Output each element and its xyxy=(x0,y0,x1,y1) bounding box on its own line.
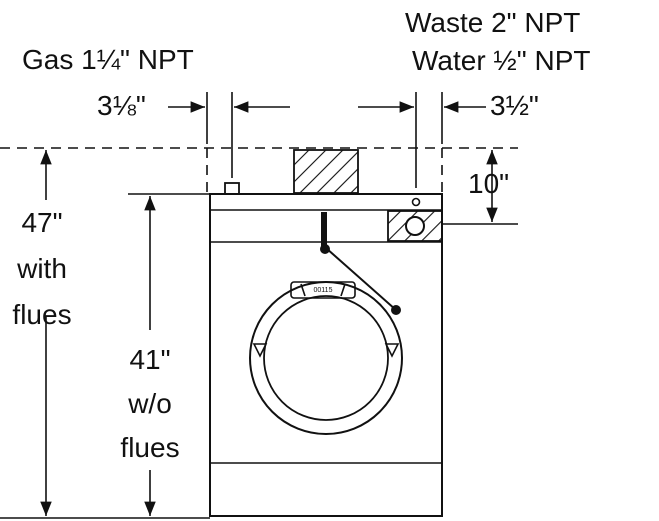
door-handle xyxy=(321,212,397,311)
height-without-flues-word2: flues xyxy=(120,432,180,463)
height-with-flues-label: 47" with flues xyxy=(0,200,84,338)
water-connection-label: Water ½" NPT xyxy=(412,45,591,76)
dryer-cabinet xyxy=(209,193,443,517)
height-with-flues-word1: with xyxy=(17,253,67,284)
height-with-flues-word2: flues xyxy=(12,299,72,330)
handle-bottom-knob xyxy=(391,305,401,315)
flue-height-label: 10" xyxy=(468,168,510,199)
height-without-flues-word1: w/o xyxy=(128,388,172,419)
water-inlet-point xyxy=(411,197,421,207)
gas-offset-label: 3⅛" xyxy=(97,90,146,121)
flue-outline xyxy=(0,147,518,194)
dryer-door xyxy=(249,281,403,435)
panel-mark: 00115 xyxy=(314,287,333,294)
height-with-flues-value: 47" xyxy=(21,207,63,238)
waste-water-box xyxy=(387,210,443,242)
water-offset-label: 3½" xyxy=(490,90,539,121)
height-without-flues-value: 41" xyxy=(129,344,171,375)
height-without-flues-label: 41" w/o flues xyxy=(95,338,205,470)
waste-connection-label: Waste 2" NPT xyxy=(405,7,581,38)
exhaust-box xyxy=(293,149,359,194)
gas-connection-label: Gas 1¼" NPT xyxy=(22,44,194,75)
extension-lines xyxy=(0,92,518,519)
handle-top-knob xyxy=(320,244,330,254)
gas-inlet xyxy=(224,182,240,195)
